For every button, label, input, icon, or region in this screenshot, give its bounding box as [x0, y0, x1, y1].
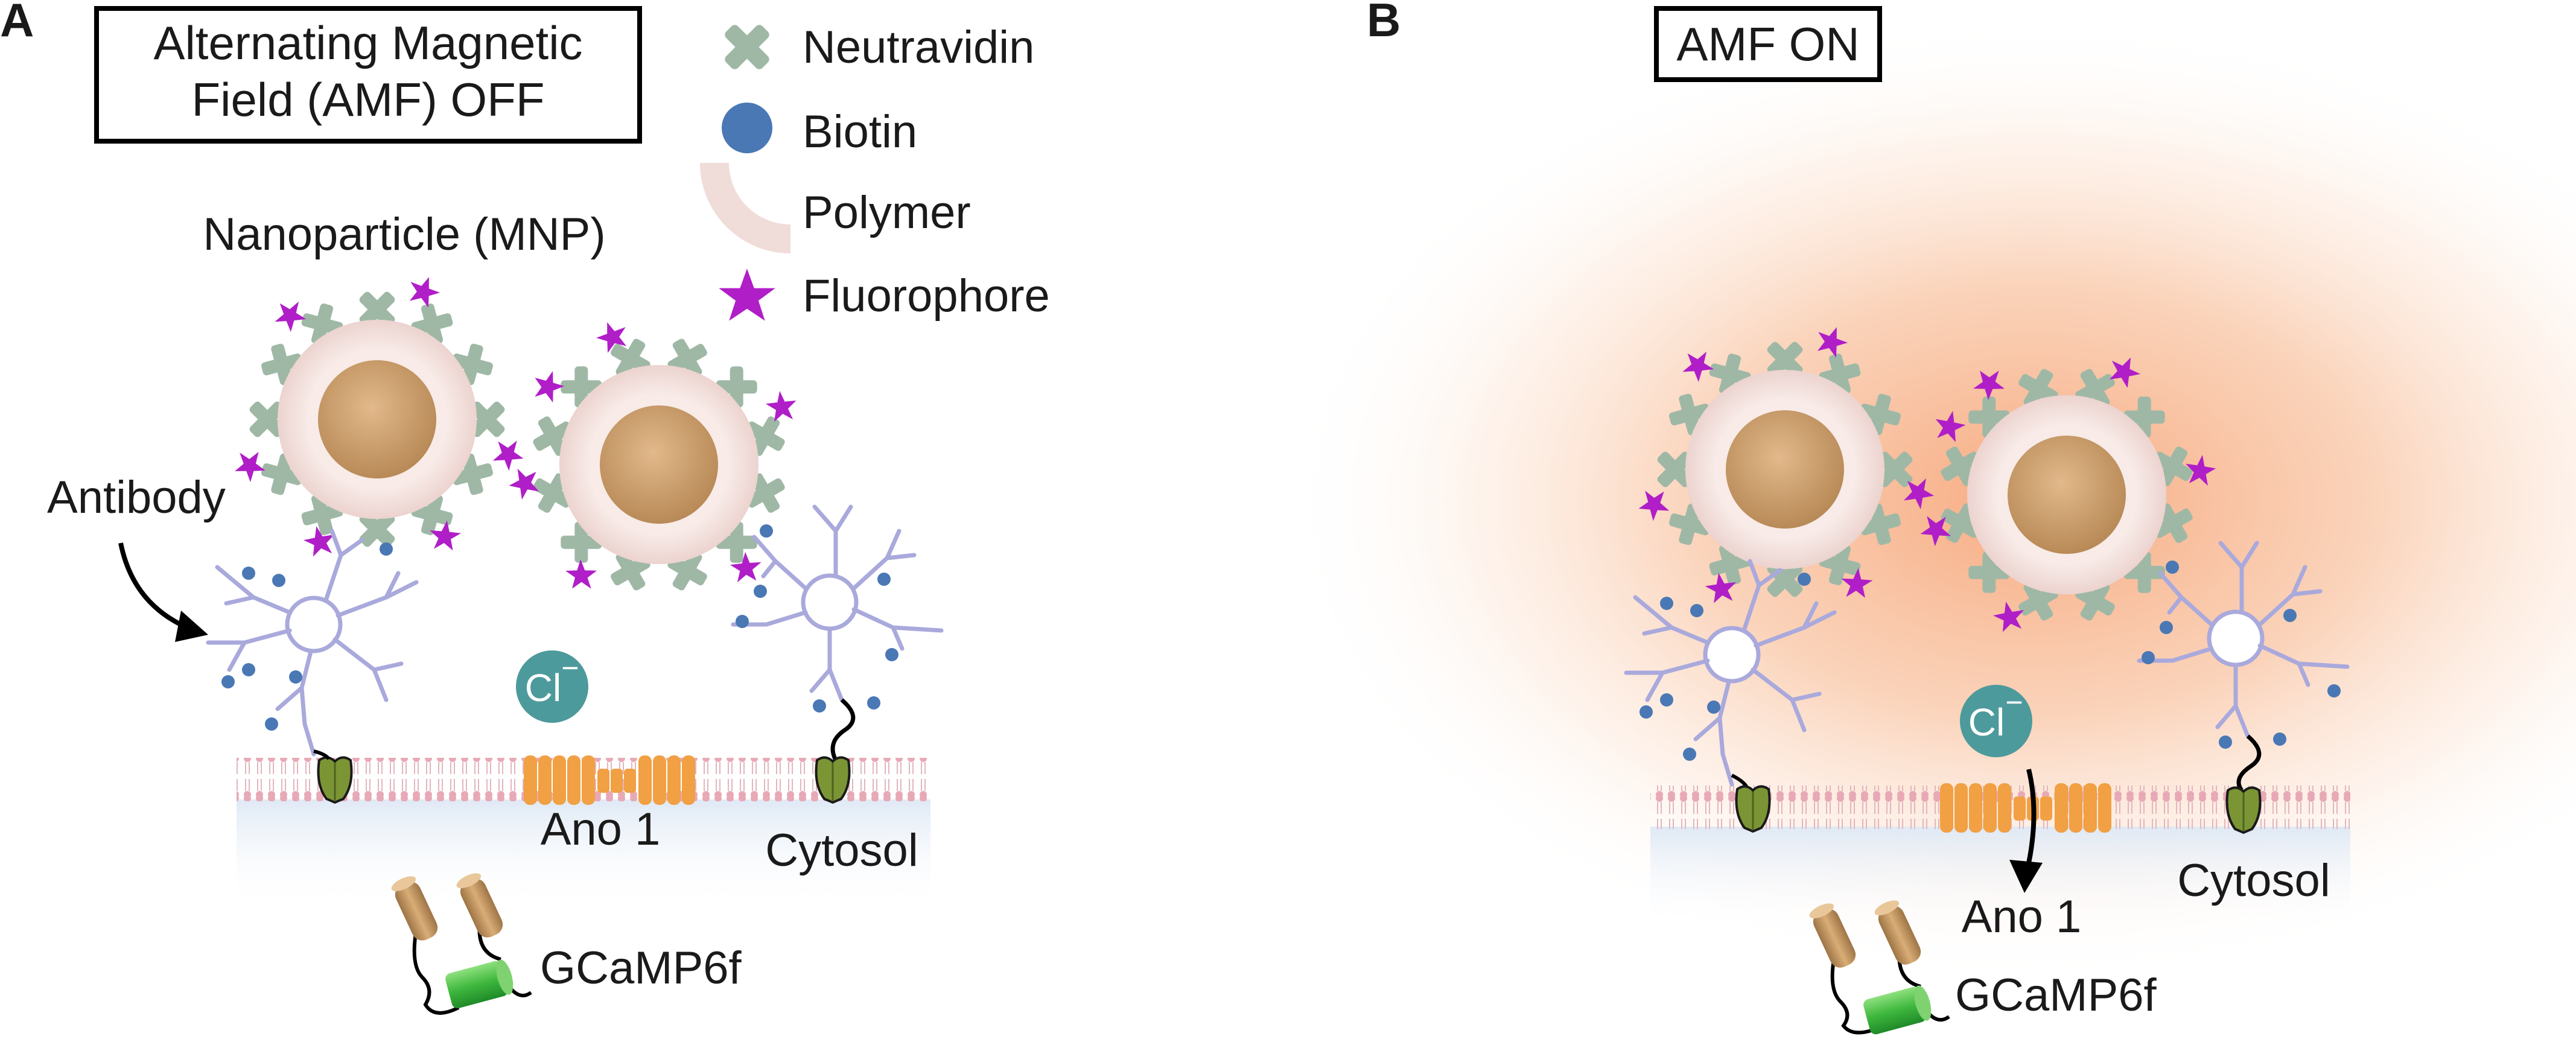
gcamp6f-label: GCaMP6f: [1955, 970, 2157, 1021]
cytosol-region: [237, 799, 930, 908]
cytosol-label: Cytosol: [765, 825, 918, 876]
biotin-dots: [221, 542, 393, 731]
chloride-ion: Cl −: [1960, 685, 2032, 757]
ano1-channel: [524, 755, 695, 805]
legend-item-biotin: Biotin: [722, 103, 917, 157]
tether: [830, 698, 856, 761]
legend-item-fluorophore: Fluorophore: [719, 268, 1050, 322]
nanoparticle-label: Nanoparticle (MNP): [203, 209, 605, 260]
magnetic-core: [2008, 436, 2126, 554]
legend-label: Fluorophore: [803, 270, 1050, 322]
nanoparticle: [1634, 322, 1937, 611]
biotin-dots: [736, 524, 898, 713]
antibody: [1624, 559, 1837, 787]
ion-label: Cl: [525, 666, 561, 710]
ano1-channel: [1940, 783, 2111, 833]
magnetic-core: [1726, 410, 1844, 529]
chloride-influx-arrow: [2025, 769, 2037, 869]
nanoparticle: [506, 317, 803, 599]
receptor-protein: [317, 756, 353, 804]
gcamp6f-sensor: GCaMP6f: [1809, 900, 2157, 1035]
nanoparticle: [1916, 351, 2219, 639]
nanoparticle: [229, 272, 528, 564]
gcamp6f-sensor: GCaMP6f: [391, 873, 742, 1015]
biotin-dots: [2142, 561, 2341, 749]
legend-item-neutravidin: Neutravidin: [710, 10, 1034, 84]
panel-b-letter: B: [1367, 0, 1401, 46]
ion-charge: −: [561, 651, 579, 685]
tether: [313, 749, 331, 760]
arc-icon: [700, 163, 790, 253]
panel-a-title-box: Alternating Magnetic Field (AMF) OFF: [94, 6, 642, 144]
gcamp6f-label: GCaMP6f: [540, 942, 742, 994]
magnetic-core: [318, 360, 436, 478]
receptor-protein: [815, 756, 851, 804]
ion-label: Cl: [1968, 700, 2005, 744]
legend-label: Biotin: [803, 106, 917, 157]
chloride-ion: Cl −: [516, 650, 588, 723]
cytosol-region: [1650, 827, 2350, 929]
panel-a-title-line1: Alternating Magnetic: [153, 16, 582, 69]
cross-icon: [710, 10, 784, 84]
receptor-protein: [2225, 786, 2262, 834]
biotin-dots: [1639, 573, 1811, 761]
legend-label: Neutravidin: [803, 22, 1034, 73]
influx-arrowhead: [2009, 860, 2043, 893]
antibody-arrowhead: [175, 611, 208, 642]
antibody-label: Antibody: [47, 472, 226, 523]
panel-a-letter: A: [0, 0, 34, 46]
panel-b-title: AMF ON: [1676, 17, 1859, 71]
ion-charge: −: [2005, 685, 2023, 719]
legend-item-polymer: Polymer: [700, 163, 971, 253]
legend-label: Polymer: [803, 187, 971, 238]
star-icon: [719, 268, 775, 321]
ano1-label: Ano 1: [1962, 891, 2082, 942]
tether: [2236, 734, 2262, 792]
legend: Neutravidin Biotin Polymer Fluorophore: [700, 10, 1050, 322]
magnetic-core: [600, 405, 718, 524]
receptor-protein: [1735, 785, 1771, 833]
antibody: [2137, 541, 2350, 739]
antibody-arrow: [118, 542, 188, 630]
antibody: [206, 529, 419, 757]
dot-icon: [722, 103, 772, 153]
panel-b-title-box: AMF ON: [1654, 6, 1882, 82]
panel-a-title-line2: Field (AMF) OFF: [192, 73, 545, 126]
ano1-label: Ano 1: [541, 804, 661, 855]
antibody: [731, 504, 944, 702]
cytosol-label: Cytosol: [2177, 855, 2330, 906]
